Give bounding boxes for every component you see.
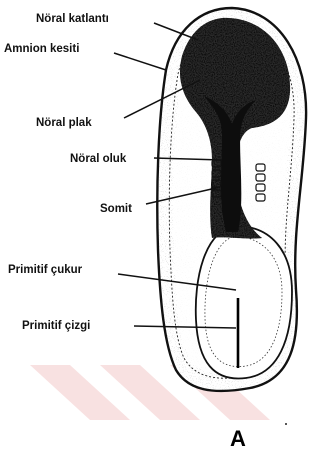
leader-amnion-cut: [114, 53, 166, 70]
label-somite: Somit: [100, 203, 132, 215]
label-amnion-cut: Amnion kesiti: [4, 43, 79, 55]
label-neural-plate: Nöral plak: [36, 117, 92, 129]
caudal-region: [196, 226, 292, 379]
panel-letter: A: [230, 426, 246, 451]
label-neural-groove: Nöral oluk: [70, 153, 127, 165]
label-neural-fold: Nöral katlantı: [36, 13, 109, 25]
label-primitive-pit: Primitif çukur: [8, 264, 83, 276]
label-primitive-streak: Primitif çizgi: [22, 320, 90, 332]
stray-dot: [285, 423, 287, 425]
